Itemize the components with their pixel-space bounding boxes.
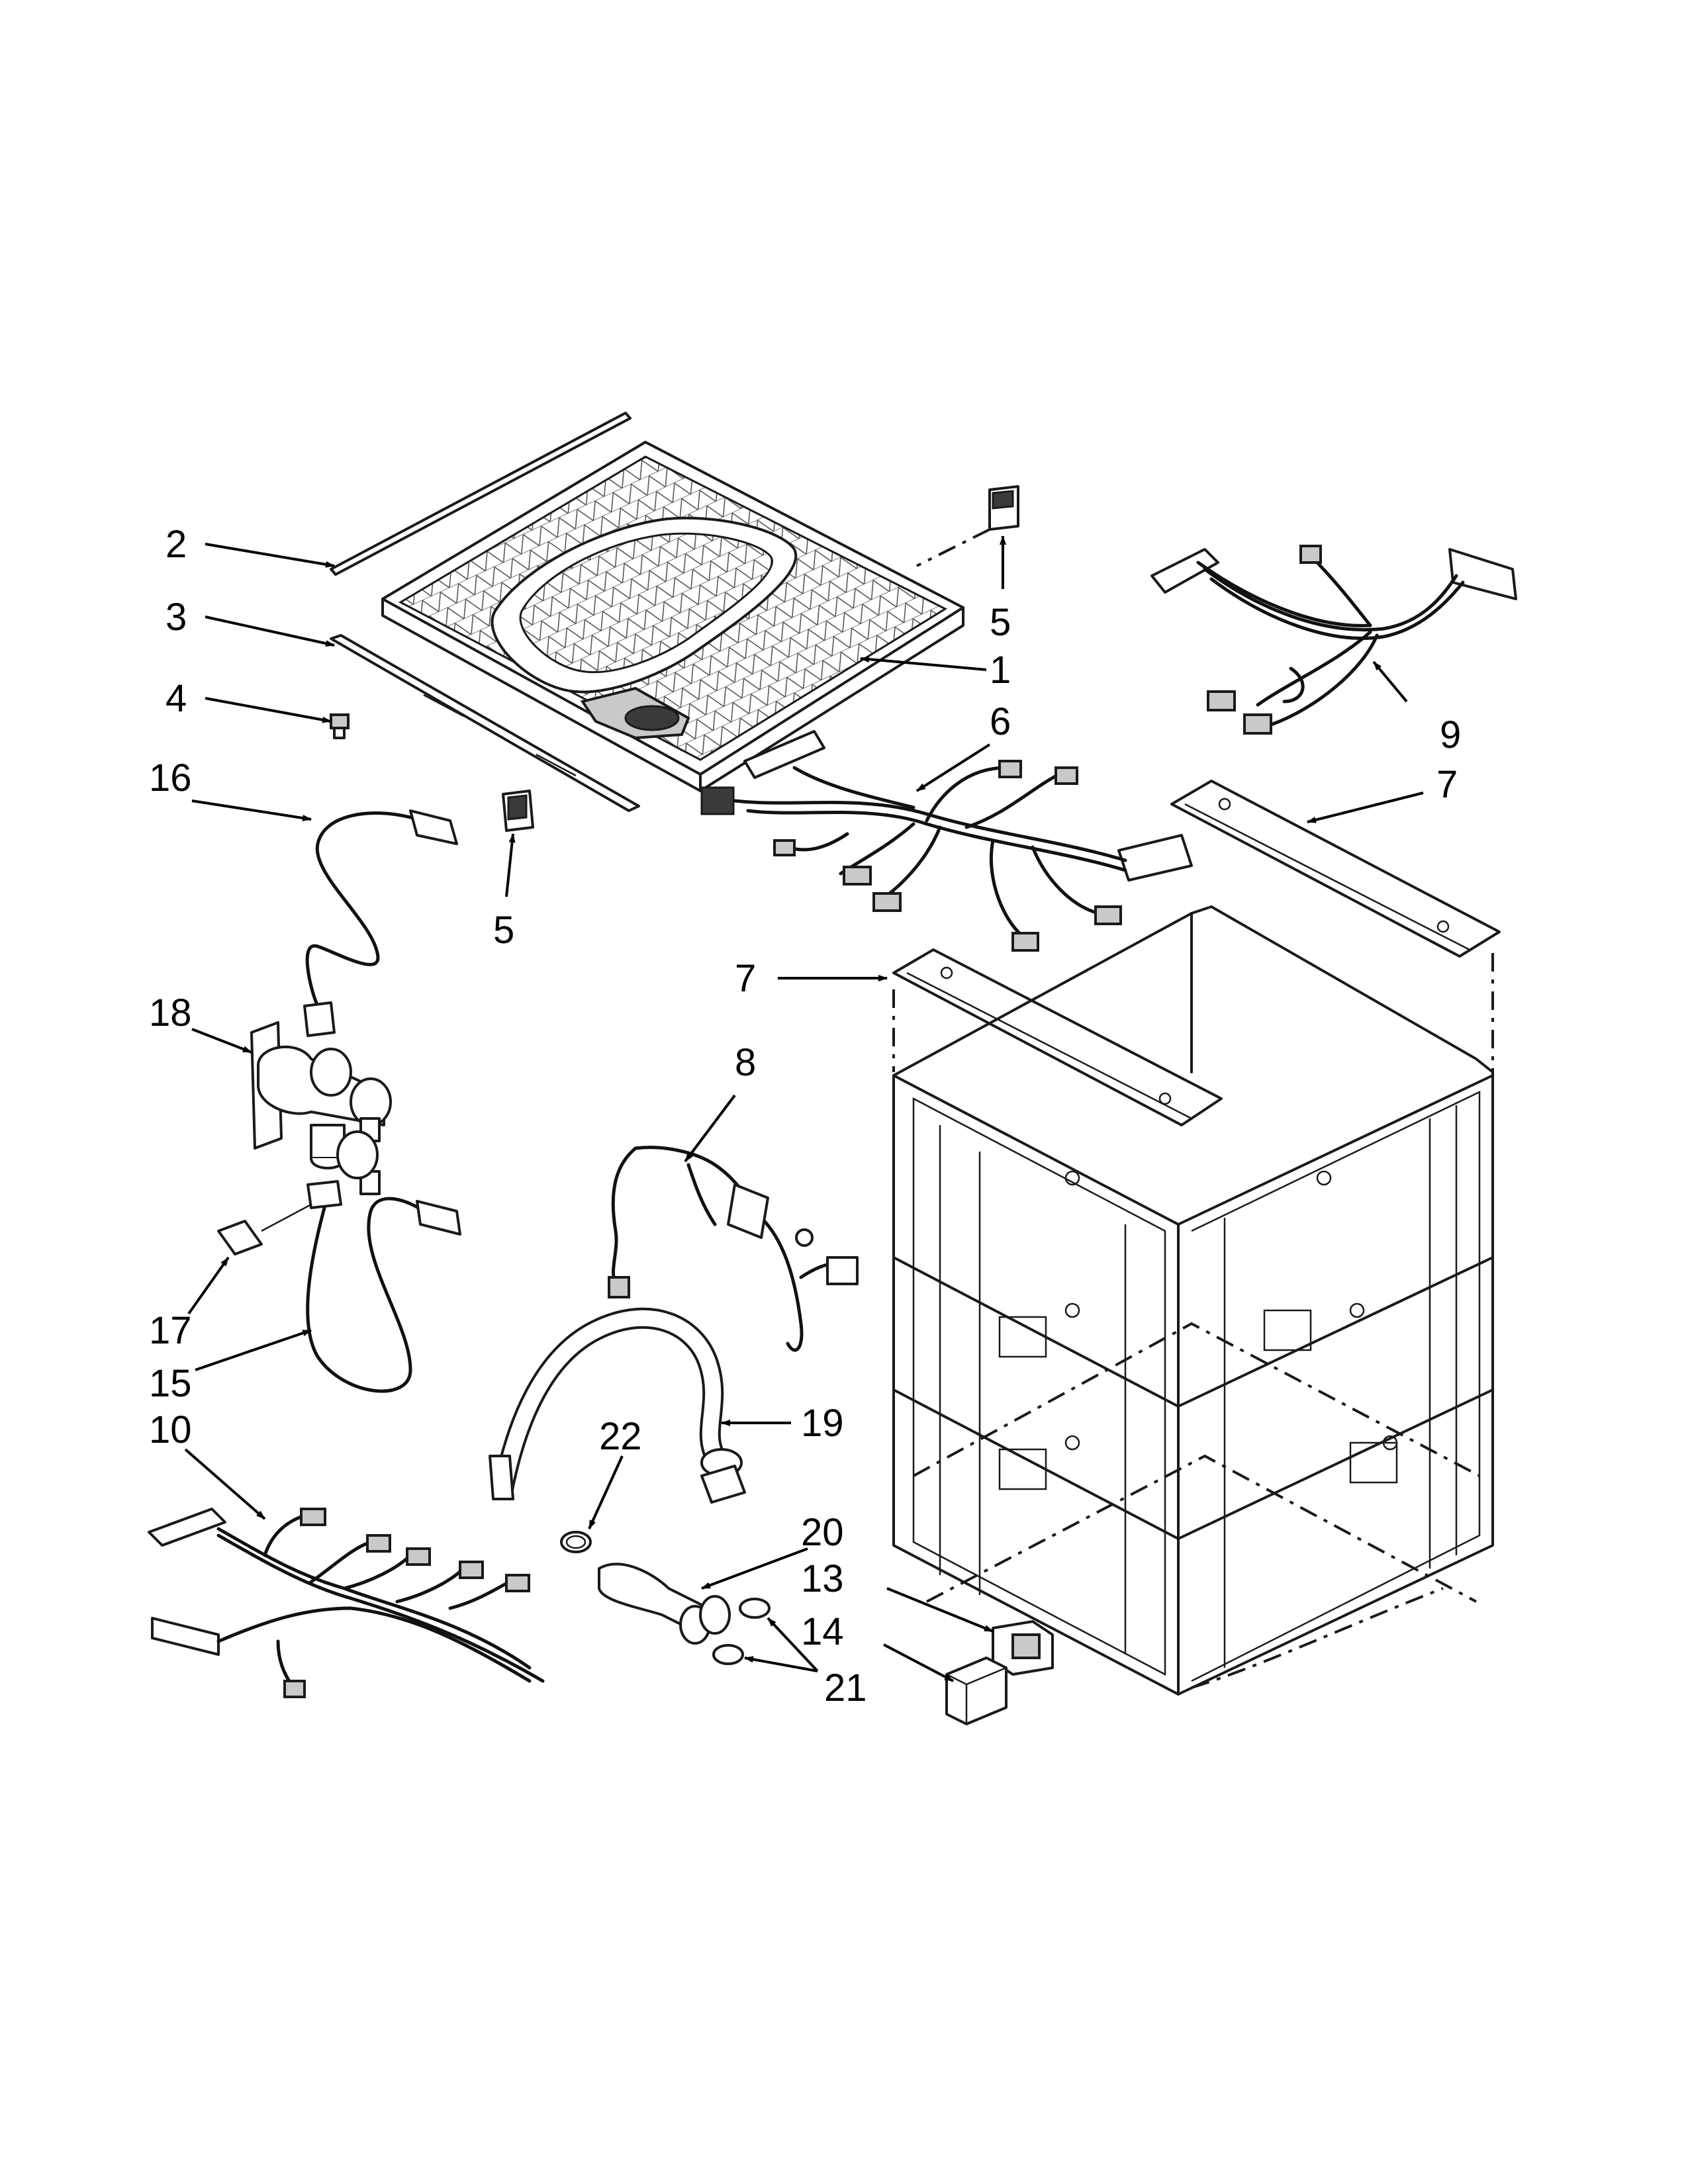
callout-6: 6 xyxy=(990,700,1011,743)
callout-labels: 2 3 4 1 5 5 6 7 7 8 9 16 18 17 15 10 19 … xyxy=(149,523,1461,1709)
clip-5-guide-line xyxy=(916,528,990,567)
part-20-pump-hose xyxy=(598,1563,731,1645)
callout-2: 2 xyxy=(165,523,187,566)
part-22-clamp xyxy=(560,1531,592,1553)
part-13-component xyxy=(992,1620,1054,1676)
part-21-clamps xyxy=(712,1598,771,1665)
part-5-clip-lower xyxy=(502,790,534,832)
cabinet-frame xyxy=(892,905,1494,1696)
part-2-strip xyxy=(330,412,632,576)
part-3-front-strip xyxy=(330,634,640,812)
callout-22: 22 xyxy=(599,1415,642,1458)
callout-20: 20 xyxy=(801,1511,844,1554)
part-8-sensor-harness xyxy=(608,1146,859,1352)
part-10-wire-harness xyxy=(148,1508,545,1698)
part-17-clip xyxy=(217,1203,312,1255)
part-6-wire-harness xyxy=(700,730,1193,952)
callout-21: 21 xyxy=(824,1666,867,1709)
part-16-inlet-hose xyxy=(303,809,458,1037)
callout-5-lower: 5 xyxy=(493,909,514,952)
callout-1: 1 xyxy=(990,649,1011,692)
callout-14: 14 xyxy=(801,1610,844,1653)
part-15-inlet-hose xyxy=(306,1180,461,1393)
callout-4: 4 xyxy=(165,677,187,720)
part-7-bracket-lower xyxy=(892,948,1223,1126)
callout-8: 8 xyxy=(735,1041,756,1084)
part-14-box xyxy=(945,1657,1008,1725)
callout-13: 13 xyxy=(801,1557,844,1600)
callout-7-upper: 7 xyxy=(1436,763,1458,806)
part-5-clip-upper xyxy=(988,485,1019,531)
part-19-drain-hose xyxy=(489,1307,746,1504)
callout-leaders xyxy=(184,535,1424,1682)
part-18-water-valve xyxy=(250,1021,392,1195)
callout-19: 19 xyxy=(801,1402,844,1445)
callout-7-lower: 7 xyxy=(735,957,756,1000)
callout-3: 3 xyxy=(165,596,187,639)
callout-18: 18 xyxy=(149,991,192,1034)
callout-10: 10 xyxy=(149,1408,192,1451)
part-1-top-panel xyxy=(381,441,964,792)
callout-17: 17 xyxy=(149,1309,192,1352)
callout-5-upper: 5 xyxy=(990,601,1011,644)
part-4-screw xyxy=(330,713,350,739)
part-7-bracket-upper xyxy=(1170,780,1501,958)
callout-9: 9 xyxy=(1440,713,1461,756)
callout-16: 16 xyxy=(149,756,192,799)
callout-15: 15 xyxy=(149,1362,192,1405)
part-9-wire-harness xyxy=(1150,545,1517,735)
